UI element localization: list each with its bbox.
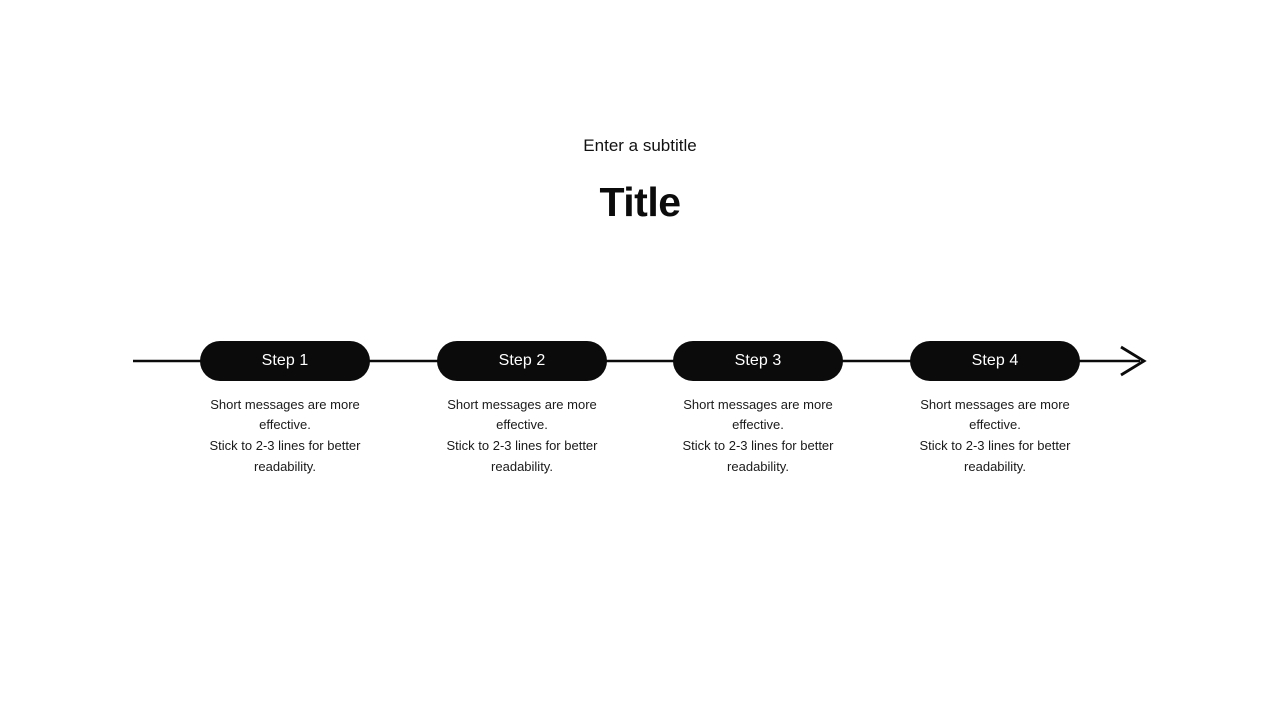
step-pill-3[interactable]: Step 3	[673, 341, 843, 381]
description-line: Stick to 2-3 lines for better	[682, 437, 834, 453]
step-description-1[interactable]: Short messages are more effective. Stick…	[175, 395, 395, 478]
step-pill-4[interactable]: Step 4	[910, 341, 1080, 381]
step-pill-2[interactable]: Step 2	[437, 341, 607, 381]
description-line: Stick to 2-3 lines for better	[919, 437, 1071, 453]
description-line: Short messages are more	[210, 396, 360, 412]
step-column: Step 3 Short messages are more effective…	[648, 341, 868, 477]
description-line: Stick to 2-3 lines for better	[209, 437, 361, 453]
subtitle-placeholder[interactable]: Enter a subtitle	[583, 136, 697, 155]
step-description-2[interactable]: Short messages are more effective. Stick…	[412, 395, 632, 478]
description-line: effective.	[969, 417, 1021, 433]
description-line: effective.	[496, 417, 548, 433]
arrow-head-icon	[1120, 345, 1147, 377]
description-line: readability.	[491, 458, 553, 474]
description-line: effective.	[259, 417, 311, 433]
description-line: readability.	[964, 458, 1026, 474]
description-line: Short messages are more	[447, 396, 597, 412]
step-pill-1[interactable]: Step 1	[200, 341, 370, 381]
step-label: Step 2	[498, 352, 546, 369]
step-description-4[interactable]: Short messages are more effective. Stick…	[885, 395, 1105, 478]
description-line: Short messages are more	[683, 396, 833, 412]
step-description-3[interactable]: Short messages are more effective. Stick…	[648, 395, 868, 478]
description-line: readability.	[254, 458, 316, 474]
step-column: Step 4 Short messages are more effective…	[885, 341, 1105, 477]
description-line: effective.	[732, 417, 784, 433]
step-label: Step 1	[261, 352, 309, 369]
description-line: Short messages are more	[920, 396, 1070, 412]
step-label: Step 4	[971, 352, 1019, 369]
description-line: Stick to 2-3 lines for better	[446, 437, 598, 453]
step-label: Step 3	[734, 352, 782, 369]
slide-title[interactable]: Title	[599, 179, 681, 225]
step-column: Step 2 Short messages are more effective…	[412, 341, 632, 477]
step-column: Step 1 Short messages are more effective…	[175, 341, 395, 477]
description-line: readability.	[727, 458, 789, 474]
